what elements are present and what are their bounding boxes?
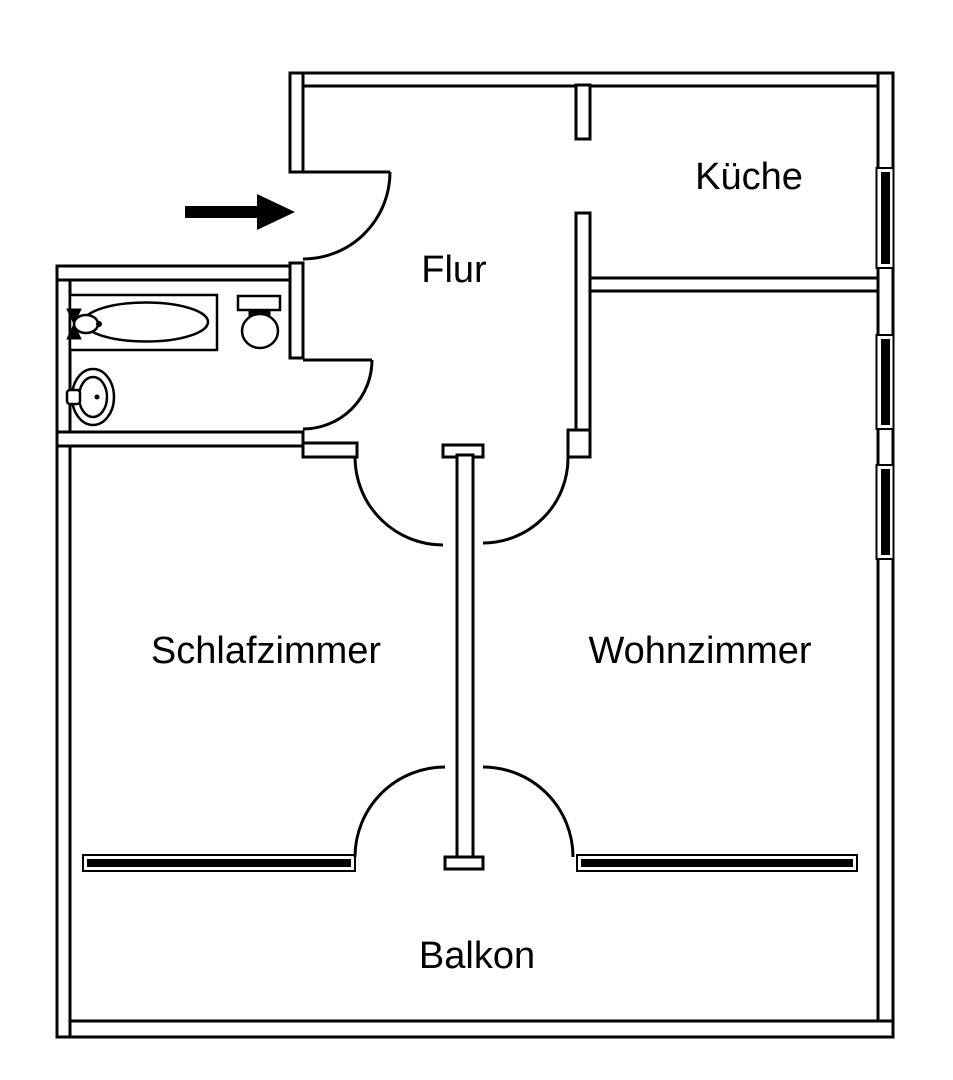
bathroom-fixtures: [65, 293, 282, 427]
living-room-window-1-icon: [881, 339, 890, 425]
center-partition-wall: [455, 453, 475, 861]
toilet-icon: [236, 294, 282, 312]
living-room-balcony-window-icon: [581, 859, 853, 867]
bathtub-basin: [82, 301, 210, 343]
hallway-left-wall-upper: [288, 71, 305, 174]
hallway-label: Flur: [421, 249, 487, 291]
toilet-bowl: [240, 312, 280, 350]
windows: [82, 167, 895, 872]
kitchen-window-icon: [881, 172, 890, 264]
bathroom-door-arc: [302, 359, 374, 431]
sink-tap-icon: [65, 388, 82, 406]
left-wall: [55, 264, 72, 1039]
kitchen-stub-wall: [574, 83, 592, 141]
living-room-label: Wohnzimmer: [588, 630, 811, 672]
hallway-south-wall: [301, 441, 359, 459]
bedroom-door-arc: [353, 456, 444, 547]
sink-drain-dot: [94, 394, 100, 400]
entrance-arrow-icon: [185, 194, 295, 230]
doors: [302, 170, 575, 858]
kitchen-label: Küche: [695, 156, 803, 198]
hallway-kitchen-divider-wall: [574, 211, 592, 434]
bedroom-label: Schlafzimmer: [151, 630, 381, 672]
bedroom-balcony-window-icon: [87, 859, 351, 867]
center-wall-bottom-cap: [443, 855, 485, 871]
room-labels: Flur Küche Schlafzimmer Wohnzimmer Balko…: [151, 156, 812, 977]
living-room-window-2-icon: [881, 469, 890, 555]
bedroom-balcony-door-arc: [353, 765, 446, 858]
bathroom-south-wall: [55, 430, 305, 448]
living-room-door-arc: [482, 457, 570, 545]
divider-wall-jamb: [566, 428, 592, 459]
sink-basin: [77, 375, 109, 419]
bathtub-tap-spout: [72, 313, 100, 335]
bathroom-top-wall: [55, 264, 292, 282]
entrance-door-arc: [302, 171, 392, 261]
kitchen-south-wall: [588, 276, 880, 293]
hallway-left-wall-mid: [288, 261, 305, 360]
balcony-label: Balkon: [419, 935, 535, 977]
living-room-balcony-door-arc: [482, 765, 575, 858]
walls: [55, 71, 895, 1039]
balcony-bottom-wall: [55, 1019, 895, 1039]
bathtub-drain-dot: [96, 321, 102, 327]
